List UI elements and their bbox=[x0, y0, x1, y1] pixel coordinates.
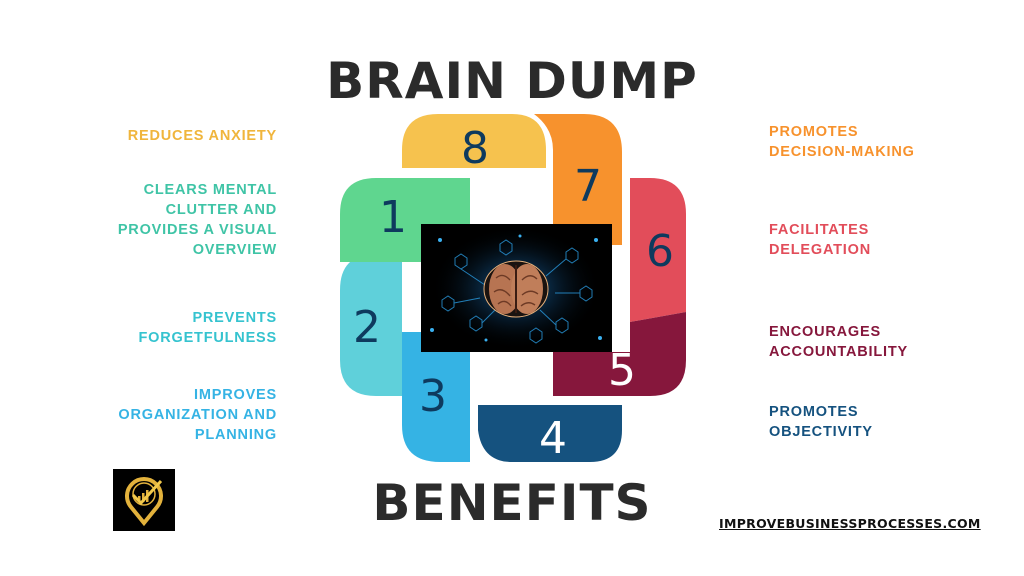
segment-8 bbox=[402, 114, 546, 168]
diagram-subtitle: BENEFITS bbox=[372, 474, 652, 532]
benefit-label-3: IMPROVES ORGANIZATION AND PLANNING bbox=[118, 387, 277, 443]
website-link[interactable]: IMPROVEBUSINESSPROCESSES.COM bbox=[719, 516, 981, 531]
benefit-label-1: CLEARS MENTAL CLUTTER AND PROVIDES A VIS… bbox=[117, 182, 277, 258]
segment-3 bbox=[402, 332, 470, 462]
segment-6 bbox=[630, 178, 686, 322]
segment-number-2: 2 bbox=[353, 302, 381, 353]
segment-number-3: 3 bbox=[419, 371, 447, 422]
benefit-label-8: REDUCES ANXIETY bbox=[127, 128, 277, 144]
benefit-label-2: PREVENTS FORGETFULNESS bbox=[138, 310, 277, 346]
brand-logo bbox=[113, 469, 175, 531]
segment-number-1: 1 bbox=[379, 192, 407, 243]
brain-image bbox=[421, 224, 612, 352]
segment-number-8: 8 bbox=[461, 123, 489, 174]
segment-number-4: 4 bbox=[539, 413, 567, 464]
segment-5 bbox=[553, 312, 686, 396]
segment-2 bbox=[340, 254, 402, 396]
segment-number-6: 6 bbox=[646, 226, 674, 277]
segment-4 bbox=[478, 405, 622, 462]
diagram-title: BRAIN DUMP bbox=[326, 52, 698, 110]
segment-number-5: 5 bbox=[608, 345, 636, 396]
segment-number-7: 7 bbox=[574, 161, 602, 212]
benefit-label-7: PROMOTES DECISION-MAKING bbox=[769, 124, 915, 160]
segment-7 bbox=[534, 114, 622, 245]
benefit-label-6: FACILITATES DELEGATION bbox=[769, 222, 871, 258]
benefit-label-4: PROMOTES OBJECTIVITY bbox=[769, 404, 873, 440]
benefit-label-5: ENCOURAGES ACCOUNTABILITY bbox=[769, 324, 909, 360]
